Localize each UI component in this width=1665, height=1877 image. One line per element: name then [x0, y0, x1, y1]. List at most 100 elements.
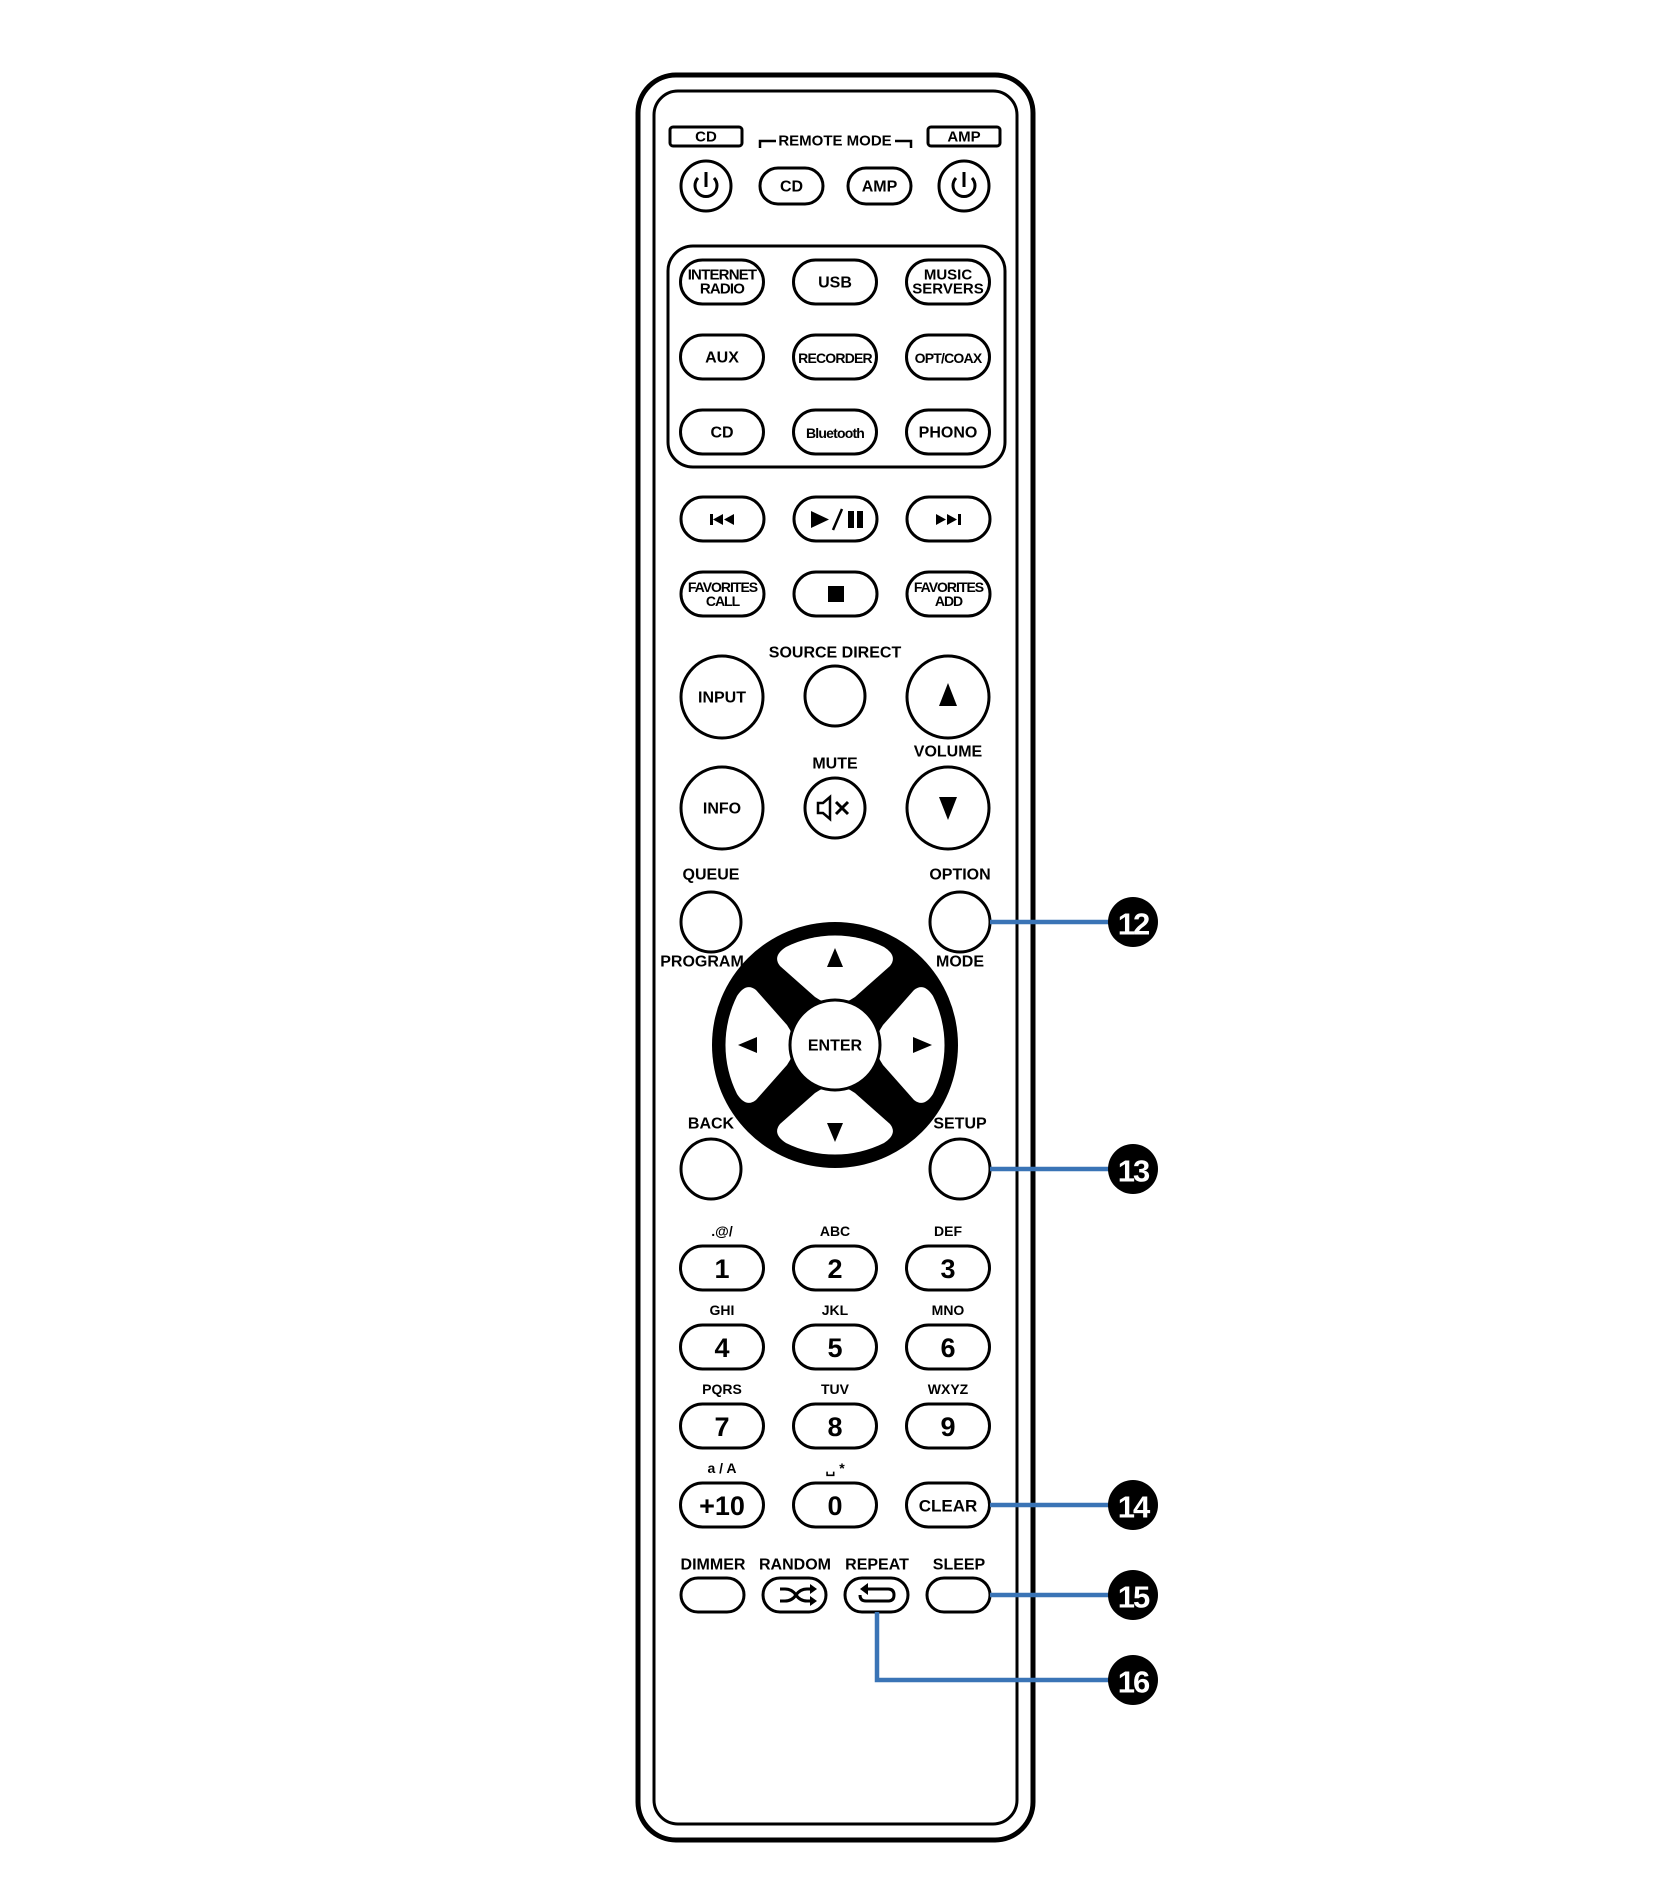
numpad-key-label: 7 — [714, 1412, 729, 1442]
numpad-key-3[interactable]: 3 — [905, 1244, 991, 1292]
numpad-sublabel: GHI — [710, 1302, 735, 1318]
cursor-left-button[interactable] — [725, 987, 794, 1103]
numpad-key-label: +10 — [699, 1491, 745, 1521]
numpad-key-clear[interactable]: CLEAR — [905, 1481, 991, 1529]
callout-number-sleep: 15 — [1118, 1580, 1150, 1615]
sleep-button[interactable] — [925, 1576, 992, 1614]
volume-down-button[interactable] — [905, 765, 991, 851]
next-track-button[interactable] — [905, 495, 992, 543]
volume-up-button[interactable] — [905, 654, 991, 740]
favorites-call-line1: FAVORITES — [688, 579, 758, 595]
numpad-key-7[interactable]: 7 — [679, 1402, 765, 1450]
numpad-key-2[interactable]: 2 — [792, 1244, 878, 1292]
back-button[interactable] — [679, 1137, 743, 1201]
favorites-add-line2: ADD — [935, 593, 963, 609]
enter-button[interactable]: ENTER — [788, 998, 882, 1092]
number-pad: .@/1ABC2DEF3GHI4JKL5MNO6PQRS7TUV8WXYZ9a … — [679, 1223, 991, 1529]
callout-option: 12 — [990, 897, 1158, 947]
stop-button[interactable] — [792, 570, 879, 618]
repeat-button[interactable] — [843, 1576, 910, 1614]
mute-button[interactable] — [803, 776, 867, 840]
source-button-recorder[interactable]: RECORDER — [792, 333, 878, 381]
mute-label: MUTE — [812, 756, 858, 773]
numpad-key-0[interactable]: 0 — [792, 1481, 878, 1529]
numpad-sublabel: JKL — [822, 1302, 849, 1318]
source-label: PHONO — [919, 425, 978, 442]
source-button-opt-coax[interactable]: OPT/COAX — [905, 333, 991, 381]
cursor-up-icon — [827, 948, 843, 967]
input-button[interactable]: INPUT — [679, 654, 765, 740]
numpad-key-label: 9 — [940, 1412, 955, 1442]
setup-button[interactable] — [928, 1137, 992, 1201]
cursor-down-button[interactable] — [777, 1086, 893, 1155]
source-label: SERVERS — [912, 281, 983, 298]
queue-label: QUEUE — [683, 867, 740, 884]
dimmer-label: DIMMER — [681, 1557, 746, 1574]
source-button-aux[interactable]: AUX — [679, 333, 765, 381]
random-button[interactable] — [761, 1576, 828, 1614]
source-button-cd[interactable]: CD — [679, 408, 765, 456]
numpad-key-10[interactable]: +10 — [679, 1481, 765, 1529]
cursor-right-button[interactable] — [876, 987, 945, 1103]
numpad-key-label: 5 — [827, 1333, 842, 1363]
callout-number-option: 12 — [1118, 907, 1149, 942]
numpad-key-label: 2 — [827, 1254, 842, 1284]
favorites-add-button[interactable]: FAVORITES ADD — [905, 570, 992, 618]
numpad-key-8[interactable]: 8 — [792, 1402, 878, 1450]
source-button-usb[interactable]: USB — [792, 258, 878, 306]
input-label: INPUT — [698, 690, 746, 707]
source-label: AUX — [705, 350, 739, 367]
option-mode-button[interactable] — [928, 890, 992, 954]
stop-icon — [828, 586, 844, 602]
cd-mode-tag-label: CD — [695, 129, 717, 146]
amp-mode-tag-label: AMP — [947, 129, 980, 146]
numpad-sublabel: WXYZ — [928, 1381, 969, 1397]
setup-label: SETUP — [933, 1116, 987, 1133]
dimmer-button[interactable] — [679, 1576, 746, 1614]
remote-mode-cd-button[interactable]: CD — [758, 166, 825, 206]
amp-power-button[interactable] — [937, 159, 991, 213]
numpad-key-6[interactable]: 6 — [905, 1323, 991, 1371]
numpad-key-4[interactable]: 4 — [679, 1323, 765, 1371]
shuffle-icon — [780, 1584, 817, 1606]
source-label: OPT/COAX — [915, 350, 983, 366]
source-direct-label: SOURCE DIRECT — [769, 645, 902, 662]
play-pause-icon — [811, 508, 863, 531]
numpad-key-label: CLEAR — [919, 1497, 978, 1516]
repeat-icon — [858, 1583, 896, 1603]
source-label: RECORDER — [798, 350, 872, 366]
previous-track-button[interactable] — [679, 495, 766, 543]
favorites-call-line2: CALL — [706, 593, 741, 609]
numpad-sublabel: TUV — [821, 1381, 850, 1397]
cursor-left-icon — [738, 1037, 757, 1053]
numpad-sublabel: .@/ — [711, 1223, 733, 1239]
sleep-label: SLEEP — [933, 1557, 986, 1574]
numpad-key-label: 0 — [827, 1491, 842, 1521]
volume-down-icon — [939, 797, 957, 820]
numpad-key-9[interactable]: 9 — [905, 1402, 991, 1450]
numpad-key-1[interactable]: 1 — [679, 1244, 765, 1292]
callout-setup: 13 — [990, 1144, 1158, 1194]
cd-mode-tag — [668, 125, 744, 148]
favorites-call-button[interactable]: FAVORITES CALL — [679, 570, 766, 618]
cursor-up-button[interactable] — [777, 935, 893, 1004]
back-label: BACK — [688, 1116, 735, 1133]
play-pause-button[interactable] — [792, 495, 879, 543]
info-button[interactable]: INFO — [679, 765, 765, 851]
queue-program-button[interactable] — [679, 890, 743, 954]
source-direct-button[interactable] — [803, 664, 867, 728]
source-button-bluetooth[interactable]: Bluetooth — [792, 408, 878, 456]
numpad-key-5[interactable]: 5 — [792, 1323, 878, 1371]
cd-power-button[interactable] — [679, 159, 733, 213]
source-button-phono[interactable]: PHONO — [905, 408, 991, 456]
numpad-key-label: 3 — [940, 1254, 955, 1284]
mute-icon — [816, 794, 850, 822]
remote-mode-amp-button[interactable]: AMP — [846, 166, 913, 206]
callout-number-setup: 13 — [1118, 1154, 1150, 1189]
numpad-sublabel: PQRS — [702, 1381, 742, 1397]
callout-sleep: 15 — [990, 1570, 1158, 1620]
callout-marker-clear — [1108, 1480, 1158, 1530]
